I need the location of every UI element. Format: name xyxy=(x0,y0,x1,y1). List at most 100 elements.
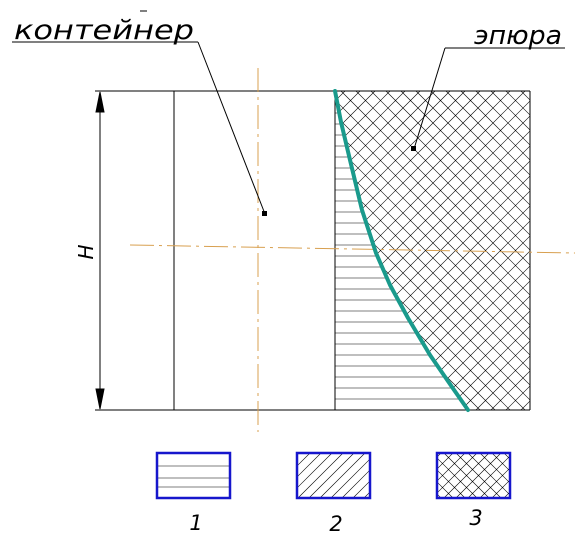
hatch-line xyxy=(385,91,530,410)
hatch-line xyxy=(455,453,502,498)
hatch-line xyxy=(445,91,530,410)
hatch-line xyxy=(372,453,417,498)
hatch-line xyxy=(467,453,510,496)
pressure-curve xyxy=(333,89,470,412)
hatch-line xyxy=(528,453,573,498)
hatch-line xyxy=(445,91,530,410)
hatch-line xyxy=(505,91,530,410)
hatch-line xyxy=(355,91,530,410)
hatch-line xyxy=(335,91,451,410)
hatch-line xyxy=(397,453,442,498)
legend-item-3: 3 xyxy=(372,451,583,530)
hatch-line xyxy=(297,453,333,489)
leader-dots xyxy=(262,146,416,216)
hatch-line xyxy=(540,453,583,498)
hatch-line xyxy=(552,453,583,498)
hatch-line xyxy=(443,453,490,498)
hatch-line xyxy=(460,91,530,410)
hatch-line xyxy=(11,91,330,410)
legend-swatch-horizontal xyxy=(155,451,232,500)
center-axes xyxy=(129,68,576,432)
hatch-line xyxy=(490,91,530,410)
hatch-line xyxy=(335,91,481,410)
hatch-line xyxy=(384,453,429,498)
hatch-line xyxy=(384,453,429,498)
hatch-line xyxy=(566,91,583,410)
hatch-line xyxy=(0,91,315,410)
hatch-line xyxy=(460,91,530,410)
legend: 1 2 3 xyxy=(155,451,583,533)
hatch-line xyxy=(564,453,583,498)
legend-item-2: 2 xyxy=(232,451,464,533)
hatch-line xyxy=(536,91,583,410)
hatch-line xyxy=(437,481,454,498)
legend-number-1: 1 xyxy=(189,511,202,533)
hatch-line xyxy=(297,453,311,467)
legend-swatch-diagonal xyxy=(295,451,372,500)
hatch-line xyxy=(335,91,376,410)
container-label: контейнер xyxy=(14,15,194,46)
hatch-line xyxy=(437,457,478,498)
hatch-line xyxy=(340,91,530,410)
hatch-line xyxy=(335,91,530,410)
hatch-line xyxy=(528,453,573,498)
hatch-line xyxy=(491,453,510,472)
hatch-line xyxy=(335,91,530,410)
hatch-line xyxy=(475,91,530,410)
container-outline xyxy=(95,90,531,411)
hatch-line xyxy=(335,91,421,410)
hatch-line xyxy=(430,91,530,410)
hatch-line xyxy=(341,469,370,498)
hatch-line xyxy=(330,458,370,498)
hatch-line xyxy=(352,480,370,498)
hatch-line xyxy=(335,91,530,410)
diagram-label: эпюра xyxy=(474,21,562,51)
hatch-line xyxy=(490,91,530,410)
hatch-line xyxy=(335,91,530,410)
hatch-line xyxy=(308,453,355,498)
hatch-line xyxy=(335,91,530,410)
hatch-line xyxy=(516,453,561,498)
hatch-line xyxy=(297,453,322,478)
hatch-line xyxy=(551,91,583,410)
hatch-line xyxy=(540,453,583,498)
hatch-line xyxy=(335,91,466,410)
hatch-line xyxy=(232,453,277,498)
hatch-line xyxy=(370,91,530,410)
hatch-line xyxy=(415,91,530,410)
legend-swatch-crosshatch xyxy=(435,451,512,500)
hatch-line xyxy=(355,91,530,410)
hatch-line xyxy=(0,91,315,410)
height-dimension xyxy=(95,91,105,410)
hatch-line xyxy=(419,453,464,498)
hatch-line xyxy=(564,453,583,498)
hatch-line xyxy=(475,91,530,410)
hatch-line xyxy=(552,453,583,498)
hatch-line xyxy=(437,493,442,498)
hatch-line xyxy=(437,453,454,470)
hatch-line xyxy=(11,91,330,410)
hatch-line xyxy=(430,91,530,410)
hatch-line xyxy=(437,453,442,458)
height-label: H xyxy=(74,244,98,259)
hatch-line xyxy=(400,91,530,410)
legend-number-2: 2 xyxy=(329,512,342,533)
hatch-line xyxy=(437,469,466,498)
hatch-line xyxy=(319,453,366,498)
hatch-line xyxy=(516,453,561,498)
hatch-line xyxy=(297,453,300,456)
hatch-line xyxy=(335,91,391,410)
hatch-line xyxy=(491,479,510,498)
hatch-line xyxy=(536,91,583,410)
hatch-line xyxy=(335,91,530,410)
hatch-line xyxy=(375,453,420,498)
hatch-line xyxy=(415,91,530,410)
hatch-line xyxy=(479,453,510,484)
hatch-line xyxy=(400,91,530,410)
hatch-line xyxy=(335,91,376,410)
hatch-line xyxy=(372,453,417,498)
leader-lines xyxy=(12,41,565,215)
hatch-line xyxy=(243,453,288,498)
hatch-line xyxy=(385,91,530,410)
